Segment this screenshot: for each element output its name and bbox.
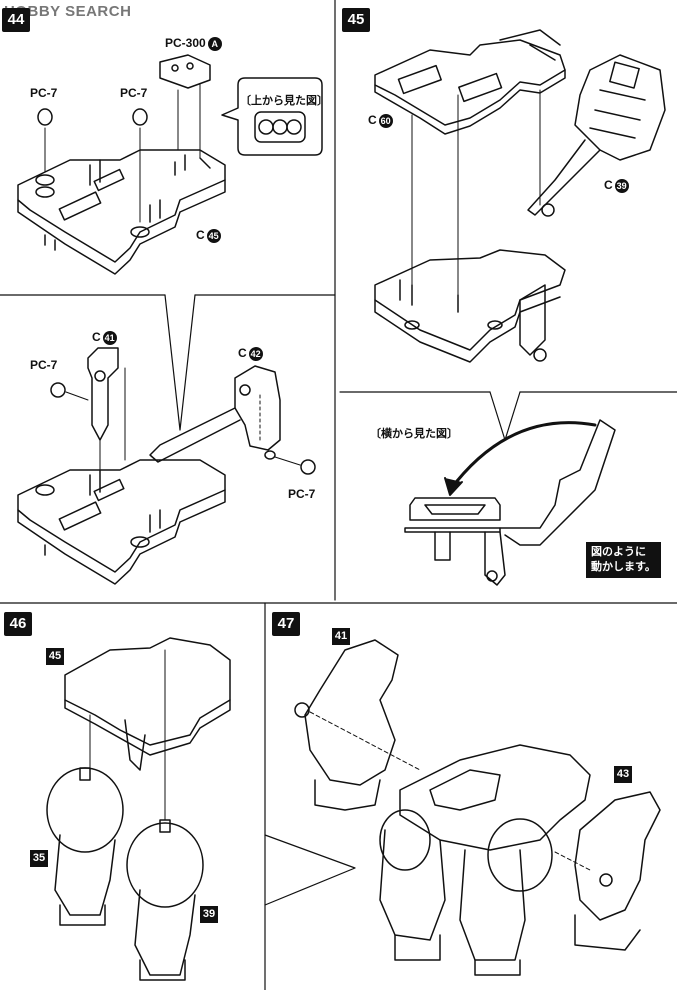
pc300-part [159, 54, 211, 159]
step-number-47: 47 [272, 612, 300, 636]
part-c41-drawing [50, 347, 126, 473]
frame-c45-lower-drawing [17, 459, 226, 585]
label-pc7-lower-right: PC-7 [288, 487, 316, 501]
movement-note: 図のように 動かします。 [586, 542, 661, 578]
leg-part-41-drawing [294, 639, 421, 811]
label-pc7-left: PC-7 [30, 86, 58, 100]
step-number-45: 45 [342, 8, 370, 32]
part-number-39: 39 [200, 906, 218, 923]
frame-c60-drawing [374, 29, 566, 296]
label-pc7-right: PC-7 [120, 86, 148, 100]
side-view-caption: 〔横から見た図〕 [370, 428, 458, 440]
part-number-43: 43 [614, 766, 632, 783]
part-number-45: 45 [46, 648, 64, 665]
step-number-44: 44 [2, 8, 30, 32]
part-c42-drawing [149, 365, 316, 475]
label-pc7-lower-left: PC-7 [30, 358, 58, 372]
watermark: HOBBY SEARCH [4, 3, 132, 20]
shoulder-part-35-drawing [46, 767, 124, 926]
body-assembly-drawing [379, 744, 591, 976]
step-number-46: 46 [4, 612, 32, 636]
frame-step45-lower-drawing [374, 249, 566, 363]
top-view-callout [221, 77, 323, 156]
leg-part-43-drawing [554, 791, 661, 951]
frame-step46-drawing [64, 637, 231, 821]
frame-c45-drawing [17, 149, 226, 275]
part-number-41: 41 [332, 628, 350, 645]
badge-a: A [207, 36, 222, 51]
shoulder-part-39-drawing [126, 819, 204, 981]
side-view-diagram [404, 419, 616, 586]
part-c39-drawing [527, 54, 666, 217]
pc7-parts-step44 [37, 108, 148, 223]
part-number-35: 35 [30, 850, 48, 867]
top-view-caption: 〔上から見た図〕 [240, 95, 328, 107]
